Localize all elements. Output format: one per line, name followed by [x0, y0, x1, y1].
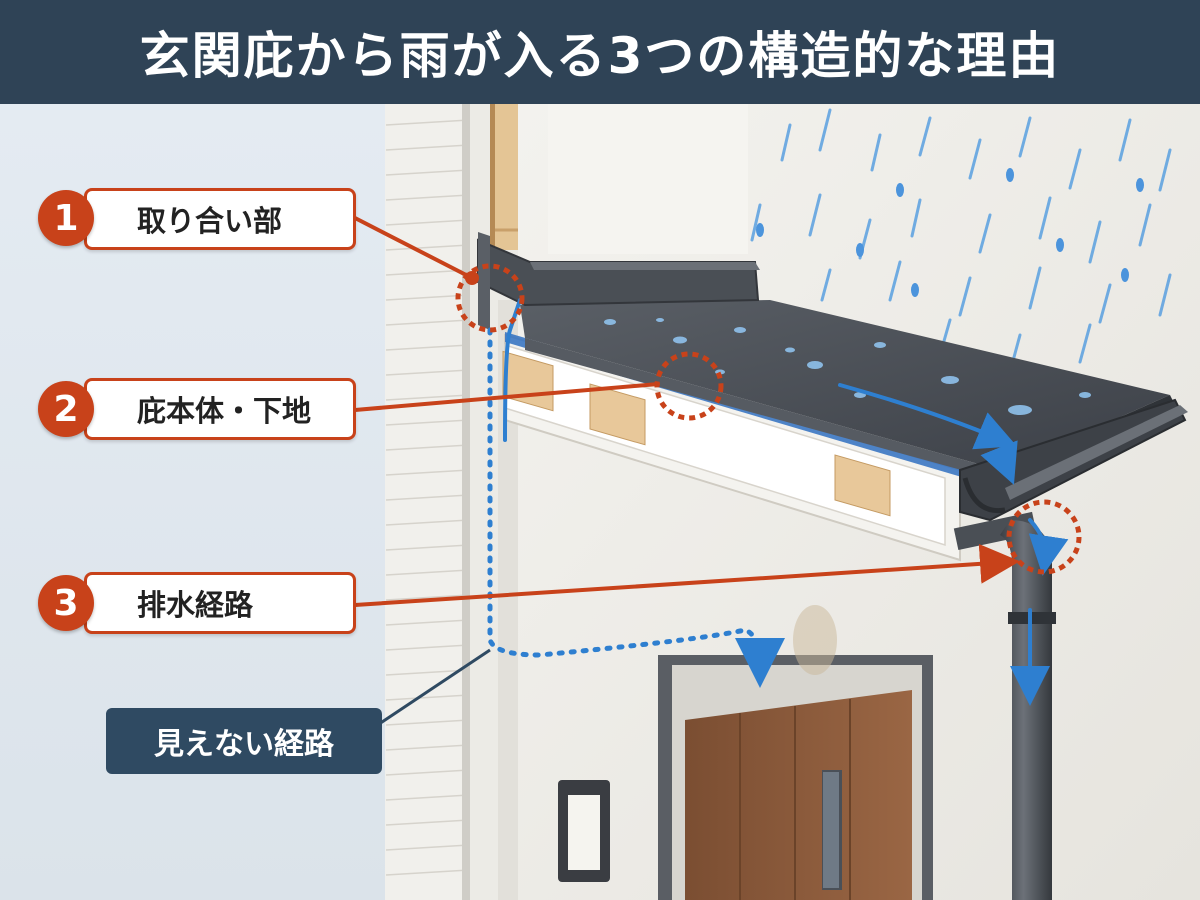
rain — [750, 108, 1172, 374]
hidden-path-label: 見えない経路 — [106, 708, 382, 774]
left-siding-wall — [385, 104, 472, 900]
rain-drops — [756, 168, 1144, 297]
wood-joist — [834, 454, 891, 517]
leader-lines — [353, 216, 1020, 607]
callout-badge: 3 — [38, 575, 94, 631]
water-stain — [793, 605, 837, 675]
callout-label: 取り合い部 — [137, 204, 283, 238]
callout-badge: 1 — [38, 190, 94, 246]
downspout — [953, 511, 1056, 900]
gutter — [959, 398, 1188, 522]
wood-joist — [589, 383, 646, 446]
canopy-illustration — [0, 104, 1200, 900]
callout-badge: 2 — [38, 381, 94, 437]
callout-label-box: 排水経路 — [84, 572, 356, 634]
water-flow — [503, 298, 1069, 706]
highlight-circle-1 — [455, 263, 525, 333]
wall-light — [558, 780, 610, 882]
callout-label-box: 庇本体・下地 — [84, 378, 356, 440]
page-title: 玄関庇から雨が入る3つの構造的な理由 — [139, 27, 1061, 85]
entrance-door — [658, 655, 933, 900]
title-bar: 玄関庇から雨が入る3つの構造的な理由 — [0, 0, 1200, 104]
callout-label: 排水経路 — [137, 588, 254, 622]
hidden-path-label-text: 見えない経路 — [154, 727, 334, 762]
callout-label: 庇本体・下地 — [137, 394, 312, 428]
highlight-circle-3 — [1006, 499, 1082, 575]
callout-label-box: 取り合い部 — [84, 188, 356, 250]
